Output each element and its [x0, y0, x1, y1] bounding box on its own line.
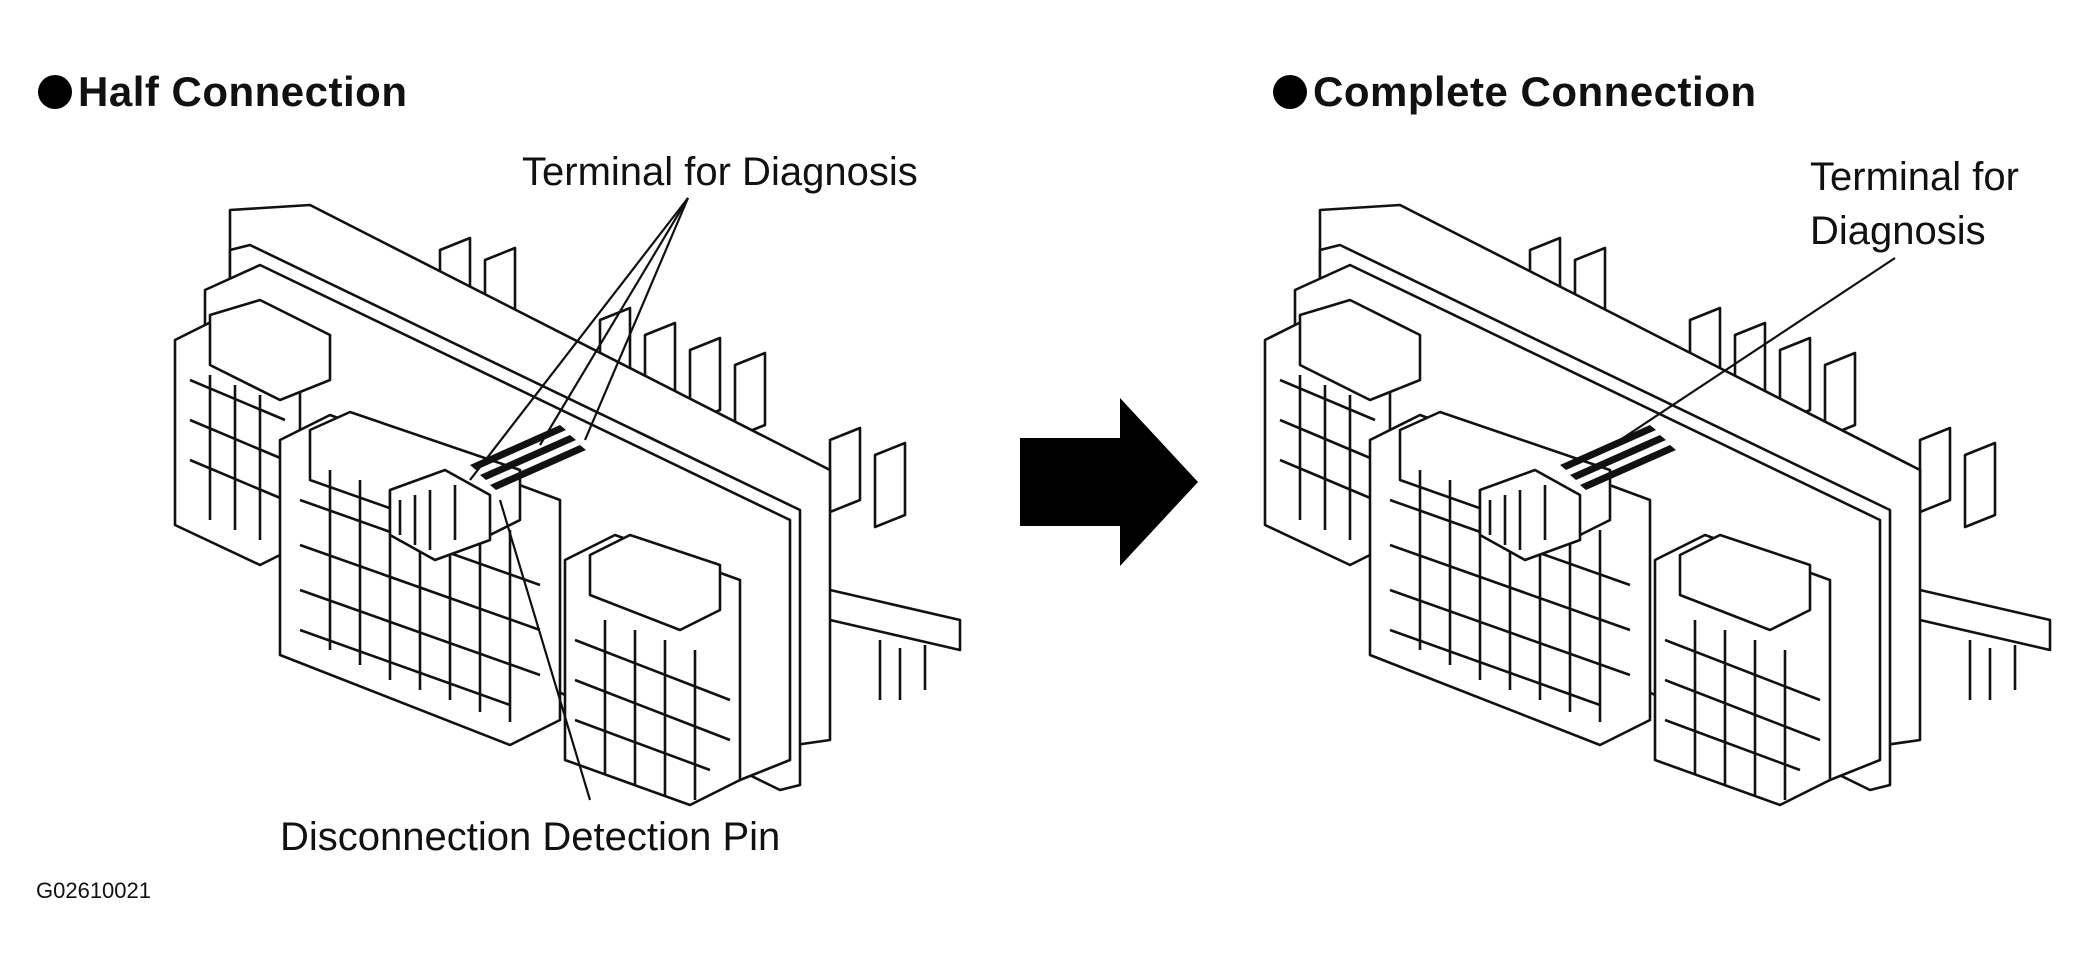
terminal-leader-lines-left	[469, 197, 690, 481]
terminal-for-diagnosis-label-right-line2: Diagnosis	[1810, 209, 1986, 253]
pin-leader-line	[498, 499, 592, 801]
terminal-for-diagnosis-label-left: Terminal for Diagnosis	[522, 150, 918, 194]
bullet-icon	[38, 75, 72, 109]
bullet-icon	[1273, 75, 1307, 109]
half-connection-connector	[173, 203, 962, 807]
complete-connection-connector	[1263, 203, 2052, 807]
complete-connection-title: Complete Connection	[1273, 68, 1757, 116]
half-connection-title: Half Connection	[38, 68, 408, 116]
terminal-leader-line-right	[1619, 257, 1896, 441]
figure-code: G02610021	[36, 878, 151, 903]
half-connection-title-text: Half Connection	[78, 68, 408, 115]
complete-connection-title-text: Complete Connection	[1313, 68, 1757, 115]
disconnection-detection-pin-label: Disconnection Detection Pin	[280, 815, 781, 859]
arrow-right-icon	[1020, 398, 1198, 566]
terminal-for-diagnosis-label-right-line1: Terminal for	[1810, 155, 2019, 199]
